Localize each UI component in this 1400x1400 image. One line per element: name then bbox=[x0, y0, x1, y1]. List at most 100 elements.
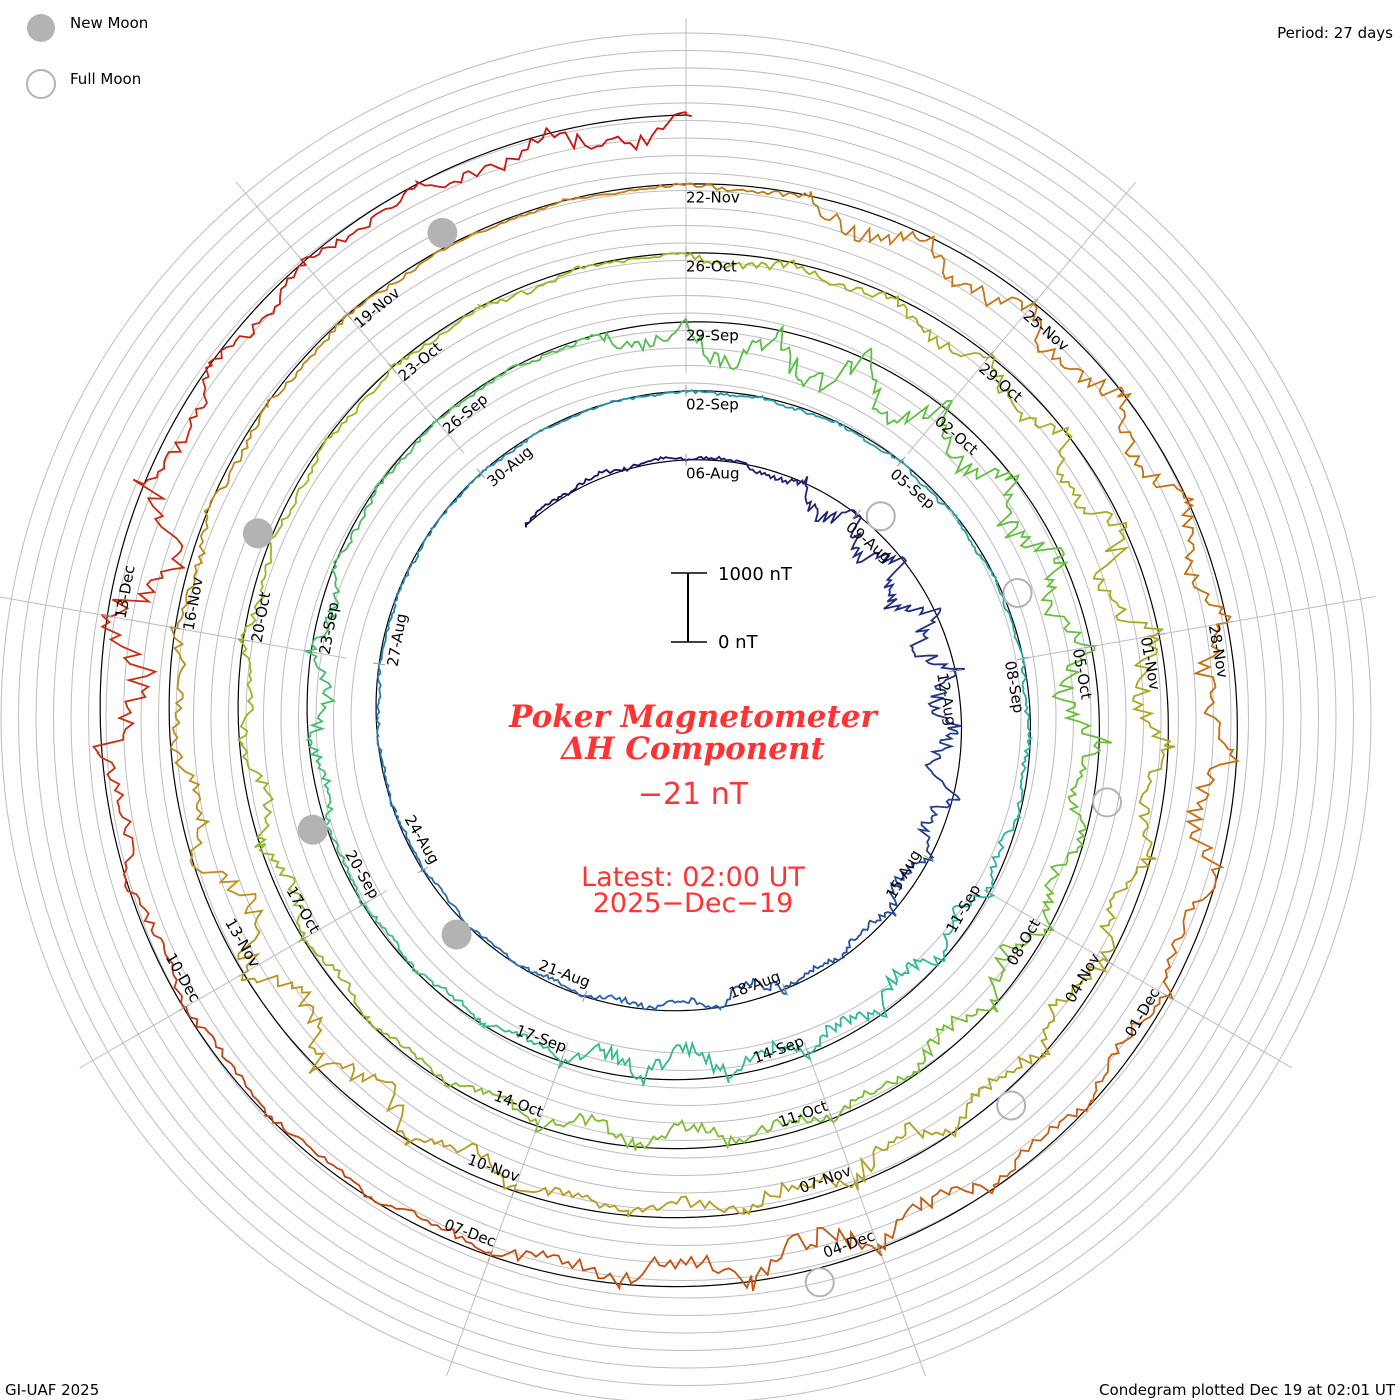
data-segment bbox=[346, 245, 450, 316]
data-segment bbox=[170, 509, 209, 630]
data-segment bbox=[1040, 957, 1110, 1056]
data-segment bbox=[807, 1009, 883, 1054]
data-segment bbox=[685, 182, 810, 199]
data-segment bbox=[333, 486, 377, 569]
data-segment bbox=[524, 490, 573, 528]
scale-bar: 1000 nT 0 nT bbox=[671, 564, 793, 653]
data-segment bbox=[619, 1254, 754, 1292]
data-segment bbox=[792, 259, 897, 300]
date-tick bbox=[305, 650, 318, 654]
date-label: 10-Nov bbox=[465, 1151, 522, 1186]
data-segment bbox=[880, 955, 946, 1018]
data-segment bbox=[1092, 527, 1165, 636]
data-segment bbox=[841, 911, 897, 956]
data-segment bbox=[584, 994, 654, 1011]
data-segment bbox=[429, 473, 482, 530]
date-tick bbox=[1153, 633, 1166, 637]
latest-time: Latest: 02:00 UT bbox=[581, 862, 805, 893]
data-segment bbox=[514, 1186, 630, 1218]
full-moon-marker bbox=[865, 501, 896, 532]
data-segment bbox=[642, 1040, 730, 1087]
data-segment bbox=[192, 864, 264, 975]
data-segment bbox=[895, 295, 989, 359]
data-segment bbox=[476, 265, 580, 309]
data-segment bbox=[522, 965, 586, 998]
data-segment bbox=[775, 324, 873, 394]
scale-top-label: 1000 nT bbox=[718, 564, 793, 585]
date-tick bbox=[949, 669, 962, 673]
data-segment bbox=[1020, 657, 1032, 739]
data-segment bbox=[1051, 644, 1112, 744]
date-tick bbox=[432, 415, 441, 426]
data-segment bbox=[869, 347, 953, 426]
date-tick bbox=[852, 509, 862, 520]
footer-credit: GI-UAF 2025 bbox=[5, 1381, 99, 1399]
data-segment bbox=[685, 455, 747, 465]
data-segment bbox=[609, 389, 687, 403]
date-label: 29-Sep bbox=[686, 327, 739, 345]
new-moon-marker bbox=[441, 919, 472, 950]
data-segment bbox=[1042, 835, 1086, 930]
data-segment bbox=[685, 318, 777, 371]
data-segment bbox=[320, 366, 393, 448]
data-segment bbox=[888, 857, 934, 917]
full-moon-marker bbox=[1002, 577, 1033, 608]
new-moon-icon bbox=[27, 14, 55, 42]
date-tick bbox=[534, 1120, 540, 1132]
date-tick bbox=[853, 1177, 859, 1190]
data-segment bbox=[924, 235, 1036, 312]
date-tick bbox=[941, 403, 950, 414]
date-tick bbox=[1043, 924, 1055, 931]
date-tick bbox=[923, 855, 935, 862]
data-segment bbox=[761, 394, 835, 423]
data-segment bbox=[956, 1052, 1047, 1131]
date-tick bbox=[373, 662, 386, 666]
data-segment bbox=[414, 128, 548, 189]
data-segment bbox=[124, 885, 187, 1009]
latest-date: 2025−Dec−19 bbox=[593, 888, 794, 919]
full-moon-marker bbox=[804, 1267, 835, 1298]
data-segment bbox=[304, 566, 341, 653]
data-segment bbox=[626, 456, 687, 472]
grid-circle bbox=[350, 382, 1022, 1054]
new-moon-marker bbox=[242, 518, 273, 549]
data-segment bbox=[833, 419, 902, 463]
data-segment bbox=[987, 928, 1055, 1013]
data-series bbox=[92, 111, 1240, 1292]
data-segment bbox=[1040, 554, 1094, 647]
data-segment bbox=[240, 973, 325, 1075]
data-segment bbox=[236, 638, 254, 745]
date-tick bbox=[417, 866, 429, 874]
date-label: 26-Oct bbox=[686, 258, 737, 276]
date-tick bbox=[1162, 993, 1174, 1000]
data-segment bbox=[1137, 744, 1176, 857]
data-segment bbox=[557, 1042, 645, 1087]
date-tick bbox=[876, 1242, 882, 1255]
full-moon-icon bbox=[26, 69, 56, 99]
date-tick bbox=[237, 638, 250, 642]
data-segment bbox=[1180, 498, 1232, 624]
date-label: 01-Dec bbox=[1121, 985, 1163, 1040]
data-segment bbox=[719, 977, 788, 1009]
date-label: 14-Oct bbox=[492, 1087, 546, 1121]
data-segment bbox=[169, 626, 187, 749]
data-segment bbox=[1192, 621, 1230, 751]
data-segment bbox=[1132, 634, 1172, 747]
data-segment bbox=[265, 314, 349, 409]
data-segment bbox=[635, 1118, 737, 1150]
period-label: Period: 27 days bbox=[1277, 24, 1393, 42]
date-tick bbox=[805, 1048, 811, 1060]
data-segment bbox=[258, 843, 307, 943]
data-segment bbox=[404, 1137, 518, 1190]
date-tick bbox=[1085, 645, 1098, 649]
data-segment bbox=[264, 1114, 373, 1199]
data-segment bbox=[239, 743, 275, 849]
data-segment bbox=[389, 307, 481, 369]
data-segment bbox=[1056, 432, 1128, 529]
data-segment bbox=[392, 805, 425, 873]
date-tick bbox=[487, 1250, 493, 1262]
data-segment bbox=[876, 1182, 996, 1251]
date-tick bbox=[1103, 958, 1115, 966]
data-segment bbox=[917, 1006, 999, 1074]
